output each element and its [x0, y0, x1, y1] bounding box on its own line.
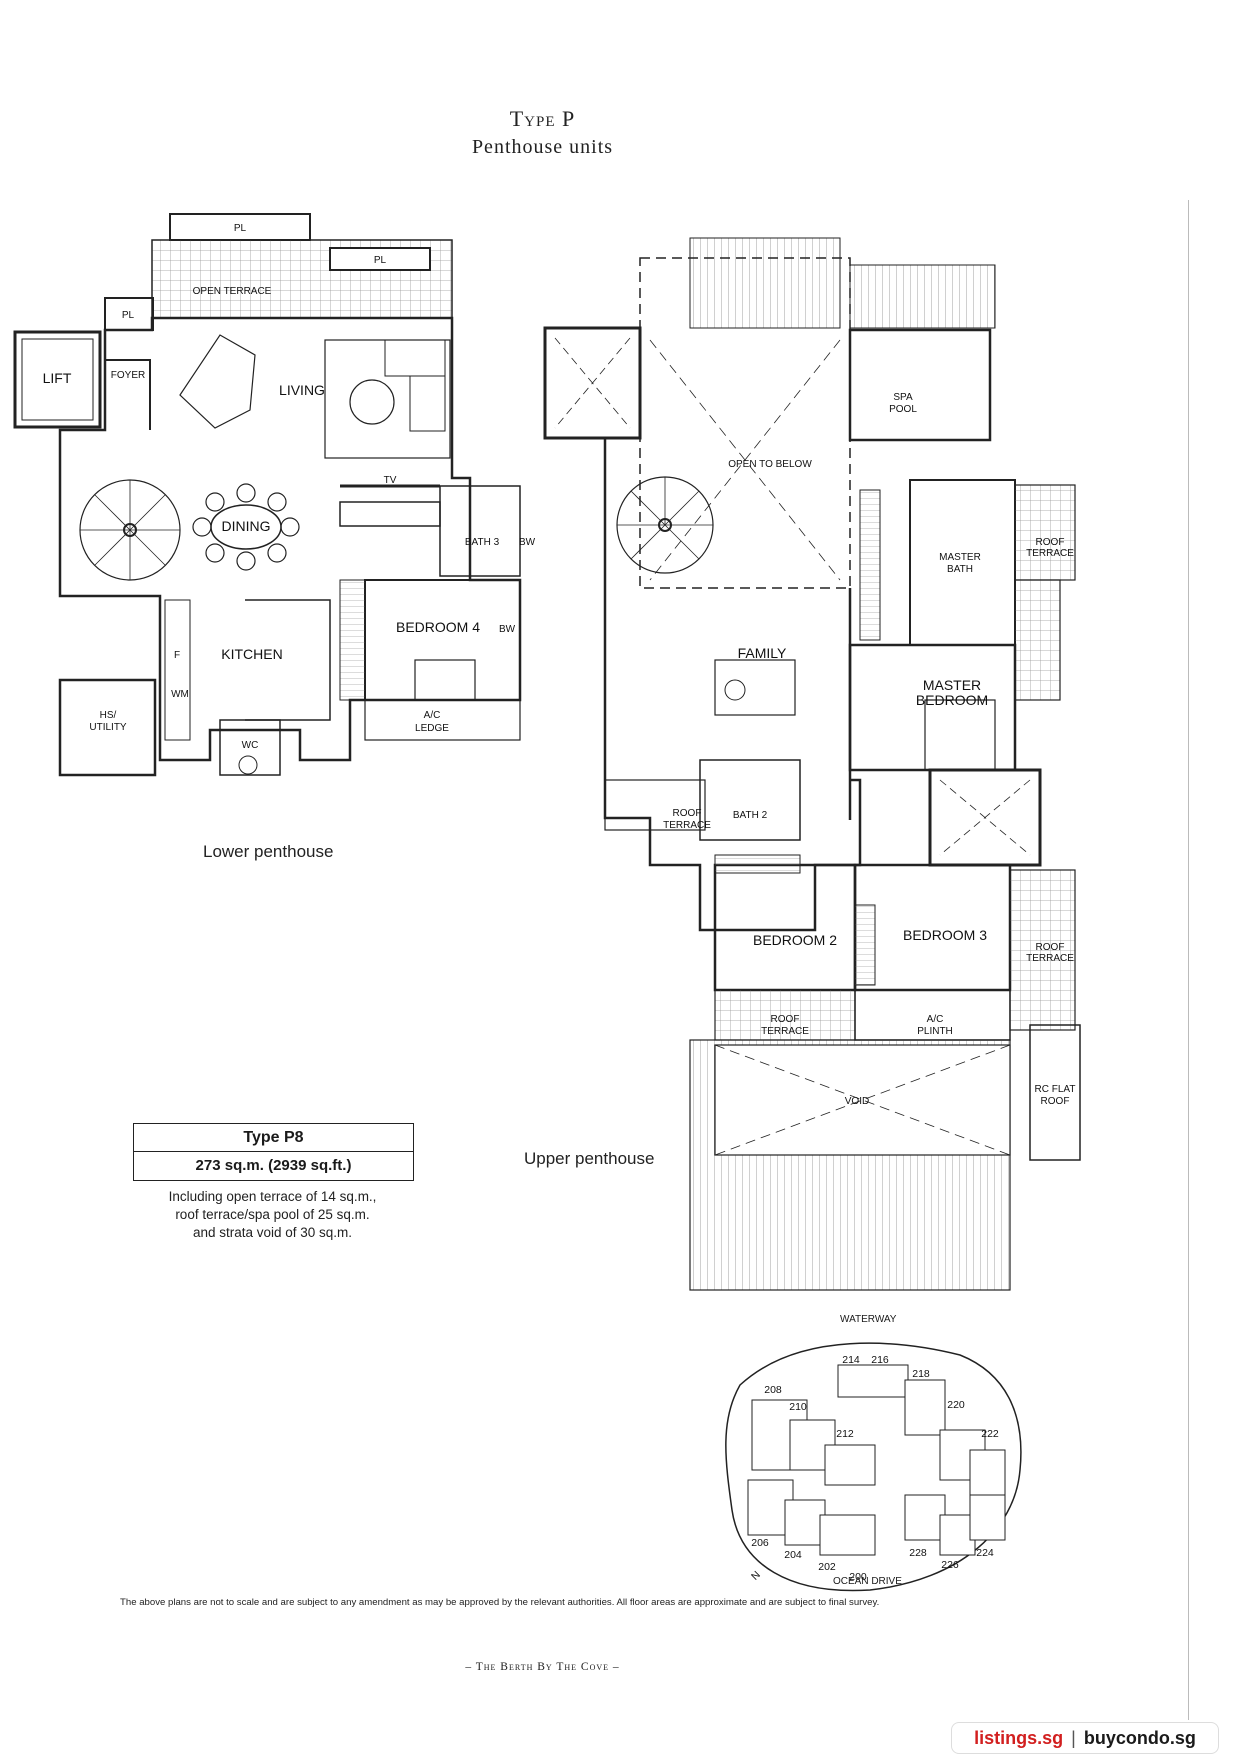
ledge-label: LEDGE	[415, 723, 449, 734]
page-title: Type P	[509, 106, 576, 131]
site-block-label: 200	[849, 1571, 867, 1583]
site-block-label: 212	[836, 1428, 854, 1440]
roof-terrace-label: ROOF	[1036, 537, 1065, 548]
ac-label: A/C	[424, 710, 441, 721]
site-plan-top-label: WATERWAY	[840, 1314, 897, 1325]
site-block-label: 210	[789, 1401, 807, 1413]
ac-plinth-label: A/C	[927, 1014, 944, 1025]
tv-label: TV	[384, 475, 397, 486]
roof-terrace-label: ROOF	[771, 1014, 800, 1025]
roof-terrace-label: TERRACE	[663, 820, 711, 831]
master-bedroom-label: MASTER	[923, 677, 981, 693]
area-note-line: roof terrace/spa pool of 25 sq.m.	[175, 1207, 370, 1222]
badge-separator: |	[1071, 1728, 1076, 1748]
unit-type: Type P8	[134, 1124, 413, 1152]
page-subtitle: Penthouse units	[471, 136, 614, 158]
bedroom2-label: BEDROOM 2	[753, 932, 837, 948]
bath2-label: BATH 2	[733, 810, 768, 821]
site-block-label: 206	[751, 1537, 769, 1549]
badge-right-link[interactable]: buycondo.sg	[1083, 1728, 1196, 1748]
master-bath-label: MASTER	[939, 552, 981, 563]
planter-label: PL	[374, 255, 387, 266]
roof-terrace-label: TERRACE	[1026, 548, 1074, 559]
dining-label: DINING	[222, 518, 271, 534]
page-edge-line	[1188, 200, 1189, 1720]
rc-flat-roof-label: RC FLAT	[1035, 1084, 1076, 1095]
unit-type-box: Type P8 273 sq.m. (2939 sq.ft.)	[133, 1123, 414, 1181]
wc-label: WC	[242, 740, 259, 751]
north-arrow-label: N	[749, 1569, 763, 1583]
lift-label: LIFT	[43, 370, 72, 386]
master-bath-label: BATH	[947, 564, 973, 575]
area-note-line: Including open terrace of 14 sq.m.,	[168, 1189, 377, 1204]
site-block-label: 228	[909, 1547, 927, 1559]
roof-terrace-label: ROOF	[673, 808, 702, 819]
living-label: LIVING	[279, 382, 325, 398]
site-block-label: 218	[912, 1368, 930, 1380]
upper-penthouse-caption: Upper penthouse	[524, 1149, 655, 1168]
void-label: VOID	[845, 1096, 869, 1107]
site-block-label: 226	[941, 1559, 959, 1571]
site-block-label: 216	[871, 1354, 889, 1366]
upper-room-labels: SPA POOL OPEN TO BELOW MASTER BATH ROOF …	[663, 392, 1075, 1107]
area-note-line: and strata void of 30 sq.m.	[192, 1225, 353, 1240]
bedroom4-label: BEDROOM 4	[396, 619, 480, 635]
kitchen-label: KITCHEN	[221, 646, 282, 662]
bath3-label: BATH 3	[465, 537, 500, 548]
foyer-label: FOYER	[111, 370, 145, 381]
lower-penthouse-plan	[13, 213, 522, 777]
site-block-label: 208	[764, 1384, 782, 1396]
site-block-label: 224	[976, 1547, 994, 1559]
washer-label: WM	[171, 689, 189, 700]
hs-label: HS/	[100, 710, 117, 721]
site-block-label: 220	[947, 1399, 965, 1411]
spa-label: SPA	[893, 392, 913, 403]
open-terrace-label: OPEN TERRACE	[193, 286, 272, 297]
planter-label: PL	[122, 310, 135, 321]
site-plan-bottom-label: OCEAN DRIVE	[833, 1576, 902, 1587]
site-block-label: 204	[784, 1549, 802, 1561]
roof-terrace-label: ROOF	[1036, 942, 1065, 953]
roof-terrace-label: TERRACE	[1026, 953, 1074, 964]
badge-left-link[interactable]: listings.sg	[974, 1728, 1064, 1748]
bw-label: BW	[499, 624, 516, 635]
fridge-label: F	[174, 650, 180, 661]
site-block-label: 214	[842, 1354, 860, 1366]
rc-flat-roof-label: ROOF	[1041, 1096, 1070, 1107]
area-note: Including open terrace of 14 sq.m., roof…	[120, 1188, 425, 1242]
utility-label: UTILITY	[89, 722, 127, 733]
roof-terrace-label: TERRACE	[761, 1026, 809, 1037]
site-block-label: 222	[981, 1428, 999, 1440]
footer-brand: – The Berth By The Cove –	[465, 1661, 620, 1673]
bedroom3-label: BEDROOM 3	[903, 927, 987, 943]
unit-area: 273 sq.m. (2939 sq.ft.)	[195, 1157, 352, 1174]
ac-plinth-label: PLINTH	[917, 1026, 953, 1037]
open-to-below-label: OPEN TO BELOW	[728, 459, 812, 470]
lower-penthouse-caption: Lower penthouse	[203, 842, 334, 861]
upper-penthouse-plan	[543, 237, 1081, 1291]
lower-room-labels: PL PL PL OPEN TERRACE LIFT FOYER LIVING …	[43, 223, 536, 751]
planter-label: PL	[234, 223, 247, 234]
site-plan: 214 216 218 220 222 208 210 212 206 204 …	[725, 1342, 1022, 1592]
site-block-label: 202	[818, 1561, 836, 1573]
family-label: FAMILY	[738, 645, 787, 661]
pool-label: POOL	[889, 404, 917, 415]
disclaimer: The above plans are not to scale and are…	[120, 1597, 880, 1608]
master-bedroom-label: BEDROOM	[916, 692, 988, 708]
bw-label: BW	[519, 537, 536, 548]
watermark-badge[interactable]: listings.sg | buycondo.sg	[951, 1722, 1219, 1754]
